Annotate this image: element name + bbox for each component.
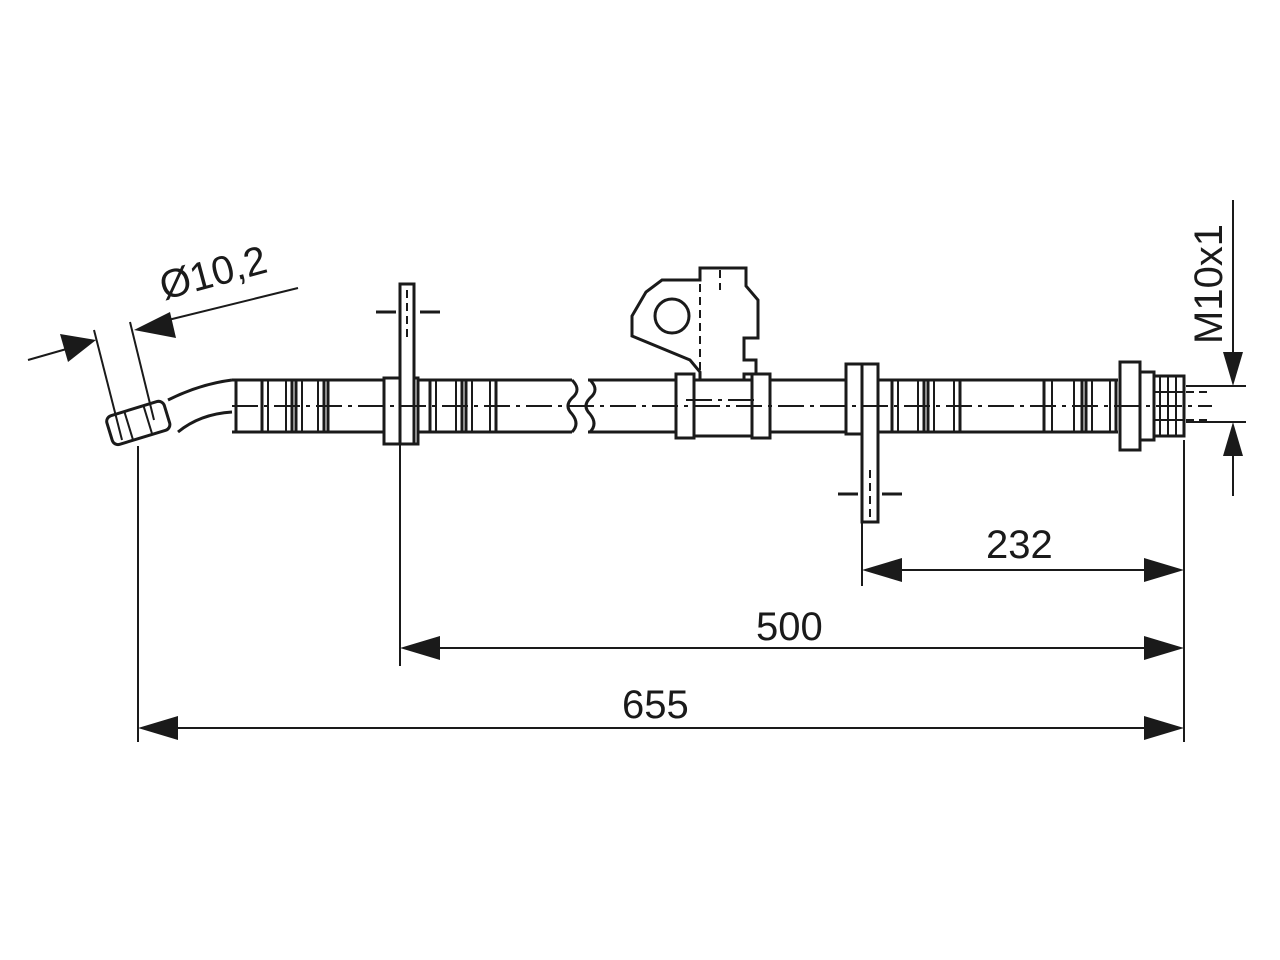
dim-500-label: 500 (756, 605, 823, 649)
dim-232-label: 232 (986, 523, 1053, 567)
dim-232: 232 (861, 440, 1185, 742)
thread-label: M10x1 (1187, 224, 1231, 344)
thread-callout: M10x1 (1186, 200, 1246, 496)
bracket-2 (838, 362, 902, 524)
mounting-hole (653, 297, 691, 335)
dim-655: 655 (137, 446, 1184, 742)
dim-655-label: 655 (622, 683, 689, 727)
dim-500: 500 (399, 444, 1184, 666)
bracket-center (630, 266, 772, 440)
left-nut (105, 399, 172, 447)
